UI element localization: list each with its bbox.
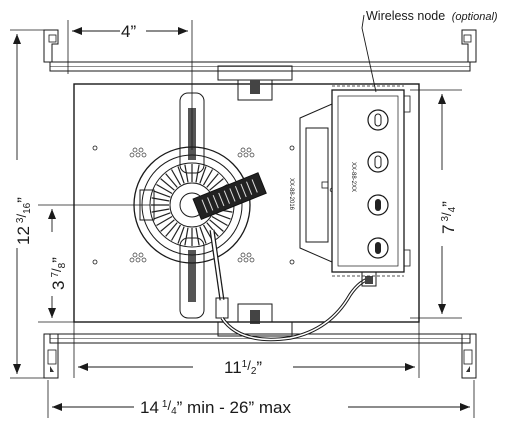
heatsink-fin — [206, 222, 219, 237]
heatsink-fin — [153, 190, 171, 198]
knockouts — [367, 109, 389, 259]
heatsink-fin — [160, 178, 175, 191]
heatsink-fin — [177, 226, 185, 244]
right-box-label: XX-88-2XX — [350, 162, 356, 192]
top-plate-bracket — [217, 65, 293, 101]
bottom-plate-bracket — [217, 303, 293, 337]
heatsink-fin — [206, 173, 219, 188]
ventilation-holes — [129, 147, 255, 263]
left-box-label: XX-88-2016 — [288, 178, 294, 211]
dimension-4in-label: 4” — [121, 22, 136, 41]
dimension-overall-width — [47, 380, 475, 418]
dimension-box-height-label: 73/4” — [439, 201, 458, 234]
heatsink-fin — [199, 166, 207, 184]
heatsink-fin — [153, 212, 171, 220]
dimension-center-offset — [38, 204, 150, 323]
heatsink-fin — [184, 164, 189, 183]
driver-module — [192, 172, 267, 221]
dimension-11-5in-label: 111/2” — [224, 358, 262, 377]
dimension-4in — [67, 20, 193, 150]
heatsink-fin — [213, 212, 231, 220]
wireless-node-callout — [361, 14, 377, 93]
heatsink-fin — [184, 227, 189, 246]
heatsink-fin — [202, 169, 214, 186]
heatsink-fin — [195, 164, 200, 183]
heatsink-fin — [151, 197, 170, 202]
heatsink-fin — [199, 226, 207, 244]
heatsink-fin — [165, 173, 178, 188]
dimension-11-5in — [73, 322, 420, 378]
heatsink-fin — [209, 178, 224, 191]
dimension-overall-height-label: 123/16” — [14, 197, 33, 245]
heatsink-fin — [156, 215, 173, 227]
dimension-box-height — [410, 89, 462, 319]
dimension-center-offset-label: 37/8” — [49, 257, 68, 290]
heatsink-fin — [156, 183, 173, 195]
junction-box: XX-88-2016 XX-88-2XX — [288, 85, 411, 287]
heatsink-fin — [160, 219, 175, 232]
heatsink-fin — [177, 166, 185, 184]
heatsink-fin — [151, 208, 170, 213]
heatsink-fin — [170, 169, 182, 186]
top-hanger-bar — [43, 29, 477, 72]
heatsink-fin — [170, 224, 182, 241]
heatsink-fin — [209, 219, 224, 232]
dimension-overall-height — [10, 29, 44, 379]
heatsink-fin — [195, 227, 200, 246]
wireless-node-label: Wireless node (optional) — [366, 9, 498, 23]
heatsink-fin — [165, 222, 178, 237]
heatsink-fin — [211, 215, 228, 227]
fixture-cable — [209, 229, 373, 342]
